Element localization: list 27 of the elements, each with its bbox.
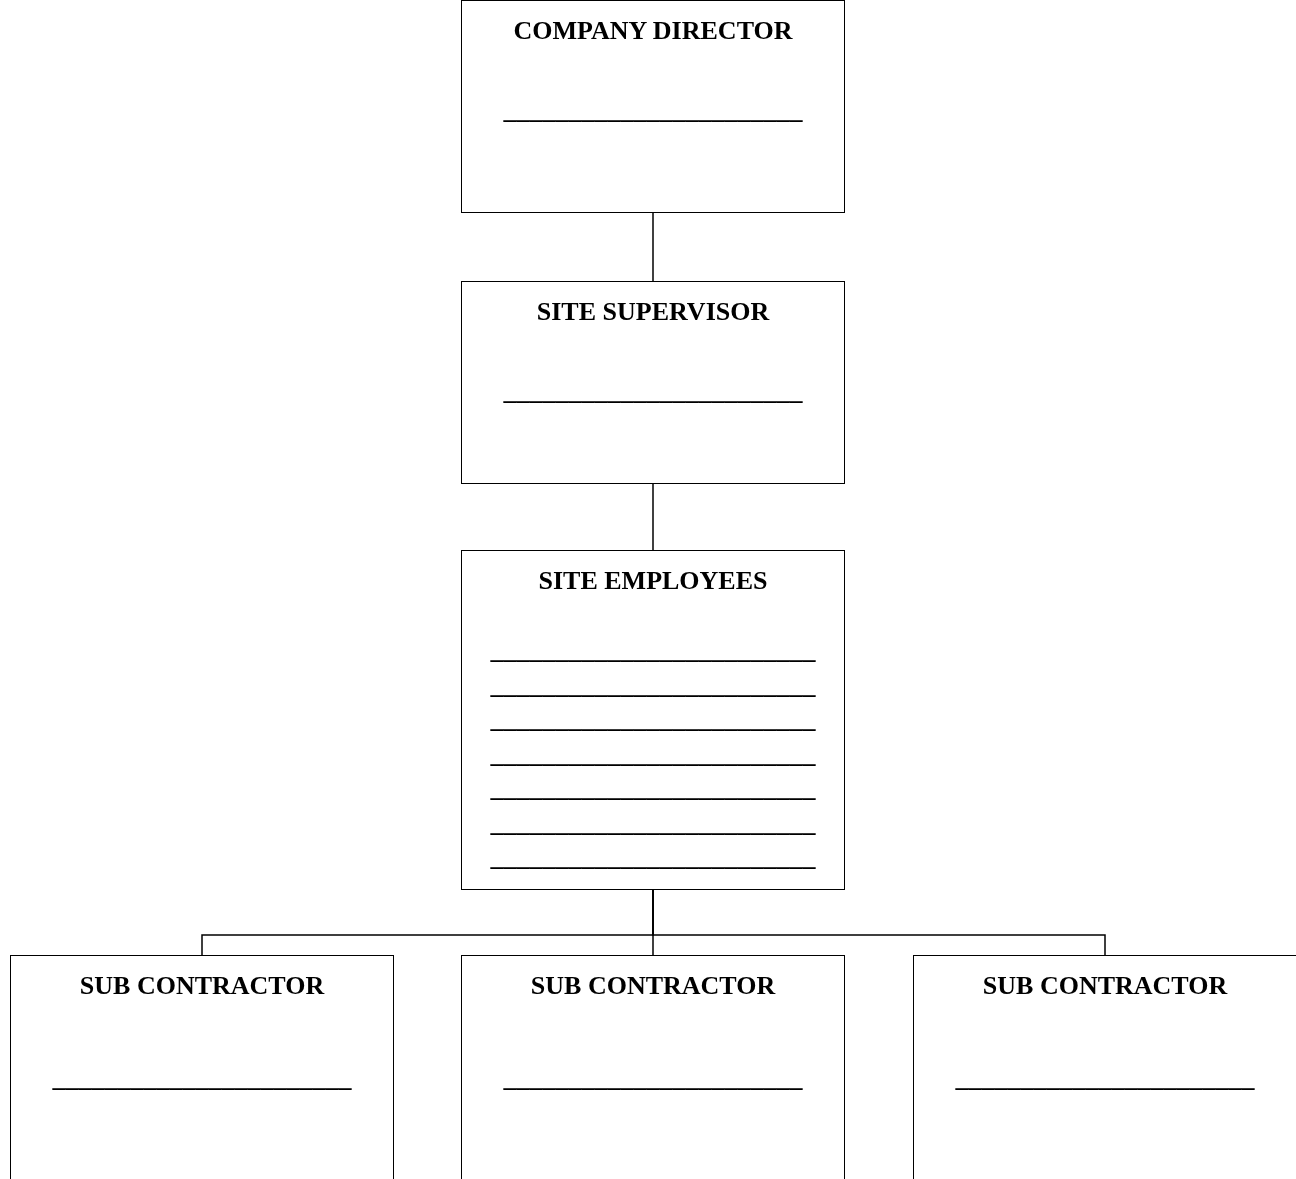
role-box [461,550,845,890]
fill-in-line: _________________________ [489,704,817,734]
role-title: SITE SUPERVISOR [535,297,771,327]
connector-line [652,483,654,551]
role-box [913,955,1296,1179]
fill-in-line: _______________________ [502,1063,804,1093]
fill-in-line: _______________________ [502,95,804,125]
role-title: SUB CONTRACTOR [981,971,1229,1001]
fill-in-line: _________________________ [489,738,817,769]
role-box [10,955,394,1179]
connector-line [652,212,654,282]
fill-in-line: _________________________ [489,807,817,838]
role-title: SUB CONTRACTOR [78,971,326,1001]
fill-in-line: _________________________ [489,635,817,665]
role-title: COMPANY DIRECTOR [512,16,794,46]
role-title: SITE EMPLOYEES [537,566,769,596]
fill-in-line: _______________________ [51,1063,353,1093]
connector-line [652,889,1106,956]
role-box [461,281,845,484]
fill-in-line: _______________________ [502,376,804,406]
fill-in-line: _________________________ [489,669,817,700]
fill-in-line: _________________________ [489,842,817,872]
role-title: SUB CONTRACTOR [529,971,777,1001]
fill-in-line: _________________________ [489,773,817,803]
role-box [461,0,845,213]
role-box [461,955,845,1179]
fill-in-line: _______________________ [954,1063,1256,1093]
